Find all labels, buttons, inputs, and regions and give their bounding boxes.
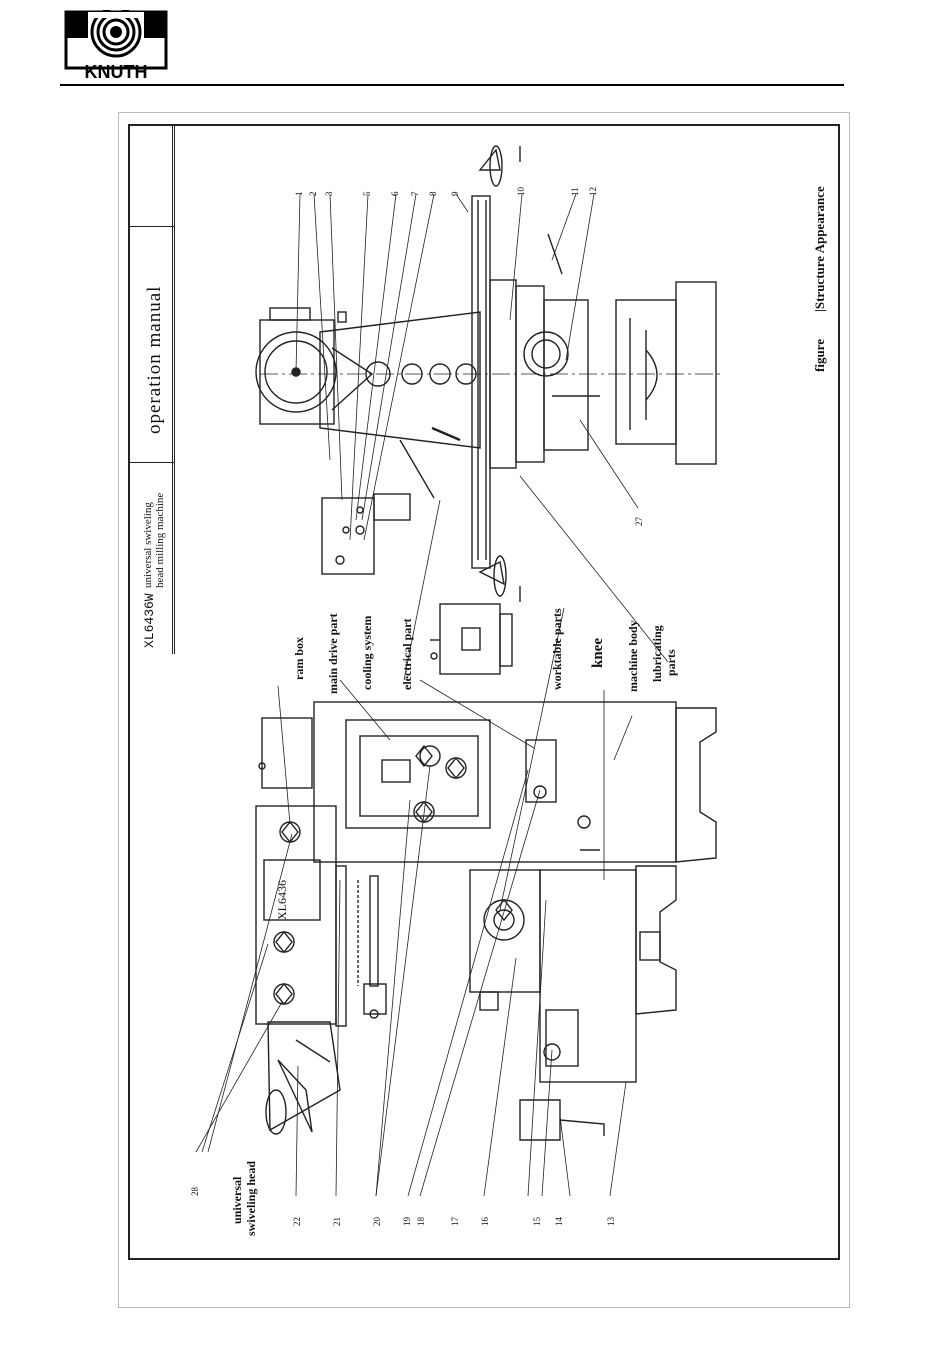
- drawing-frame: [128, 124, 840, 1260]
- callout-16: 16: [480, 1217, 490, 1227]
- label-worktable-parts: worktable parts: [550, 608, 564, 690]
- callout-7: 7: [410, 191, 420, 196]
- callout-18: 18: [416, 1217, 426, 1227]
- label-universal-2: swiveling head: [244, 1160, 258, 1236]
- machine-plate: XL6436: [275, 880, 289, 920]
- callout-21: 21: [332, 1217, 342, 1226]
- callout-27: 27: [634, 517, 644, 527]
- callout-20: 20: [372, 1217, 382, 1227]
- brand-name: KNUTH: [84, 62, 148, 82]
- callout-5: 5: [362, 191, 372, 196]
- label-machine-body: machine body: [626, 620, 640, 692]
- knuth-logo: [64, 10, 168, 70]
- callout-9: 9: [450, 191, 460, 196]
- callout-6: 6: [390, 191, 400, 196]
- callout-28: 28: [190, 1187, 200, 1197]
- label-electrical-part: electrical part: [400, 618, 414, 690]
- callout-2: 2: [308, 192, 318, 197]
- callout-10: 10: [516, 187, 526, 197]
- label-lubricating-1: lubricating: [650, 625, 664, 682]
- label-ram-box: ram box: [292, 637, 306, 680]
- callout-13: 13: [606, 1217, 616, 1227]
- callout-11: 11: [570, 187, 580, 196]
- callout-12: 12: [588, 187, 598, 196]
- callout-19: 19: [402, 1217, 412, 1227]
- callout-15: 15: [532, 1217, 542, 1227]
- label-main-drive: main drive part: [326, 613, 340, 694]
- callout-3: 3: [324, 191, 334, 196]
- header-rule: [60, 84, 844, 86]
- callout-8: 8: [428, 191, 438, 196]
- callout-22: 22: [292, 1217, 302, 1226]
- callout-1: 1: [294, 192, 304, 197]
- label-universal-1: universal: [230, 1176, 244, 1224]
- callout-14: 14: [554, 1217, 564, 1227]
- label-cooling-system: cooling system: [360, 615, 374, 690]
- callout-17: 17: [450, 1217, 460, 1227]
- page-frame: [118, 112, 850, 1308]
- label-lubricating-2: parts: [664, 649, 678, 676]
- label-knee: knee: [590, 638, 606, 668]
